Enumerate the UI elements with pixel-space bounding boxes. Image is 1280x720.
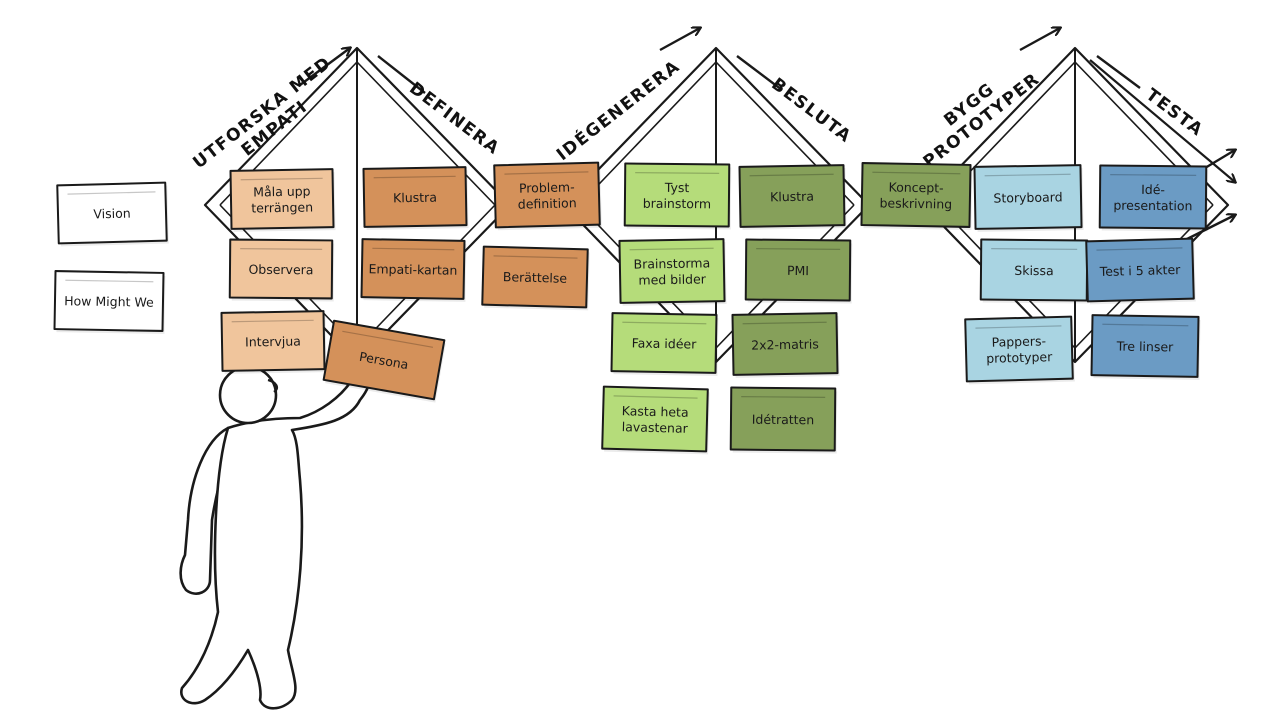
note-label: med bilder: [638, 271, 707, 287]
note-label: Intervjua: [245, 334, 301, 350]
note-how-might-we: How Might We: [53, 270, 166, 334]
note-klustra-1: Klustra: [362, 166, 469, 230]
note-label: PMI: [787, 263, 809, 278]
note-persona: Persona: [322, 319, 446, 403]
note-pmi: PMI: [744, 238, 853, 304]
note-label: Pappers-: [991, 333, 1046, 349]
note-test-i-5-akter: Test i 5 akter: [1085, 237, 1196, 305]
note-label: Klustra: [770, 189, 814, 205]
note-label: Idétratten: [752, 412, 815, 428]
note-vision: Vision: [56, 181, 169, 247]
note-problem-definition: Problem-definition: [493, 161, 602, 231]
note-label: Måla upp: [253, 184, 311, 200]
note-label: Storyboard: [993, 189, 1062, 205]
note-label: lavastenar: [622, 419, 689, 436]
note-storyboard: Storyboard: [973, 164, 1084, 232]
note-pappers-prototyper: Pappers-prototyper: [964, 315, 1075, 385]
note-ide-presentation: Idé-presentation: [1098, 164, 1209, 232]
note-label: Observera: [248, 262, 313, 278]
note-label: 2x2-matris: [751, 336, 819, 352]
note-label: terrängen: [251, 199, 313, 215]
note-label: Faxa idéer: [632, 335, 698, 351]
note-label: Kasta heta: [622, 403, 689, 420]
note-label: Brainstorma: [633, 255, 710, 271]
note-label: Vision: [93, 206, 131, 222]
note-label: Empati-kartan: [368, 261, 457, 278]
phase-label-line: BESLUTA: [768, 74, 856, 147]
note-label: prototyper: [986, 349, 1053, 366]
note-label: Koncept-: [888, 180, 943, 196]
note-klustra-2: Klustra: [738, 164, 847, 230]
note-skissa: Skissa: [979, 238, 1090, 304]
note-label: Skissa: [1014, 263, 1053, 278]
note-intervjua: Intervjua: [220, 310, 327, 374]
note-label: Test i 5 akter: [1099, 262, 1182, 279]
note-idetratten: Idétratten: [729, 386, 838, 454]
note-label: definition: [518, 195, 577, 212]
person-figure: [179, 364, 380, 710]
phase-label-besluta: BESLUTA: [768, 74, 856, 147]
note-observera: Observera: [228, 238, 335, 302]
note-koncept-beskrivning: Koncept-beskrivning: [860, 162, 973, 230]
note-label: Problem-: [519, 179, 575, 195]
note-label: Berättelse: [503, 269, 568, 286]
note-label: Tre linser: [1116, 338, 1175, 354]
note-label: Klustra: [393, 190, 437, 206]
note-label: Idé-: [1141, 182, 1165, 197]
note-label: Tyst: [664, 180, 690, 195]
phase-arrows: [299, 28, 1235, 247]
note-2x2-matris: 2x2-matris: [731, 312, 840, 378]
note-faxa-ideer: Faxa idéer: [610, 312, 719, 376]
note-berattelse: Berättelse: [481, 245, 590, 311]
note-label: How Might We: [64, 293, 154, 310]
phase-label-line: UTFORSKA MED: [189, 53, 335, 173]
note-label: presentation: [1113, 198, 1192, 214]
note-tre-linser: Tre linser: [1090, 314, 1201, 380]
note-label: brainstorm: [643, 196, 711, 212]
note-label: beskrivning: [879, 195, 952, 211]
note-empati-kartan: Empati-kartan: [360, 238, 467, 302]
